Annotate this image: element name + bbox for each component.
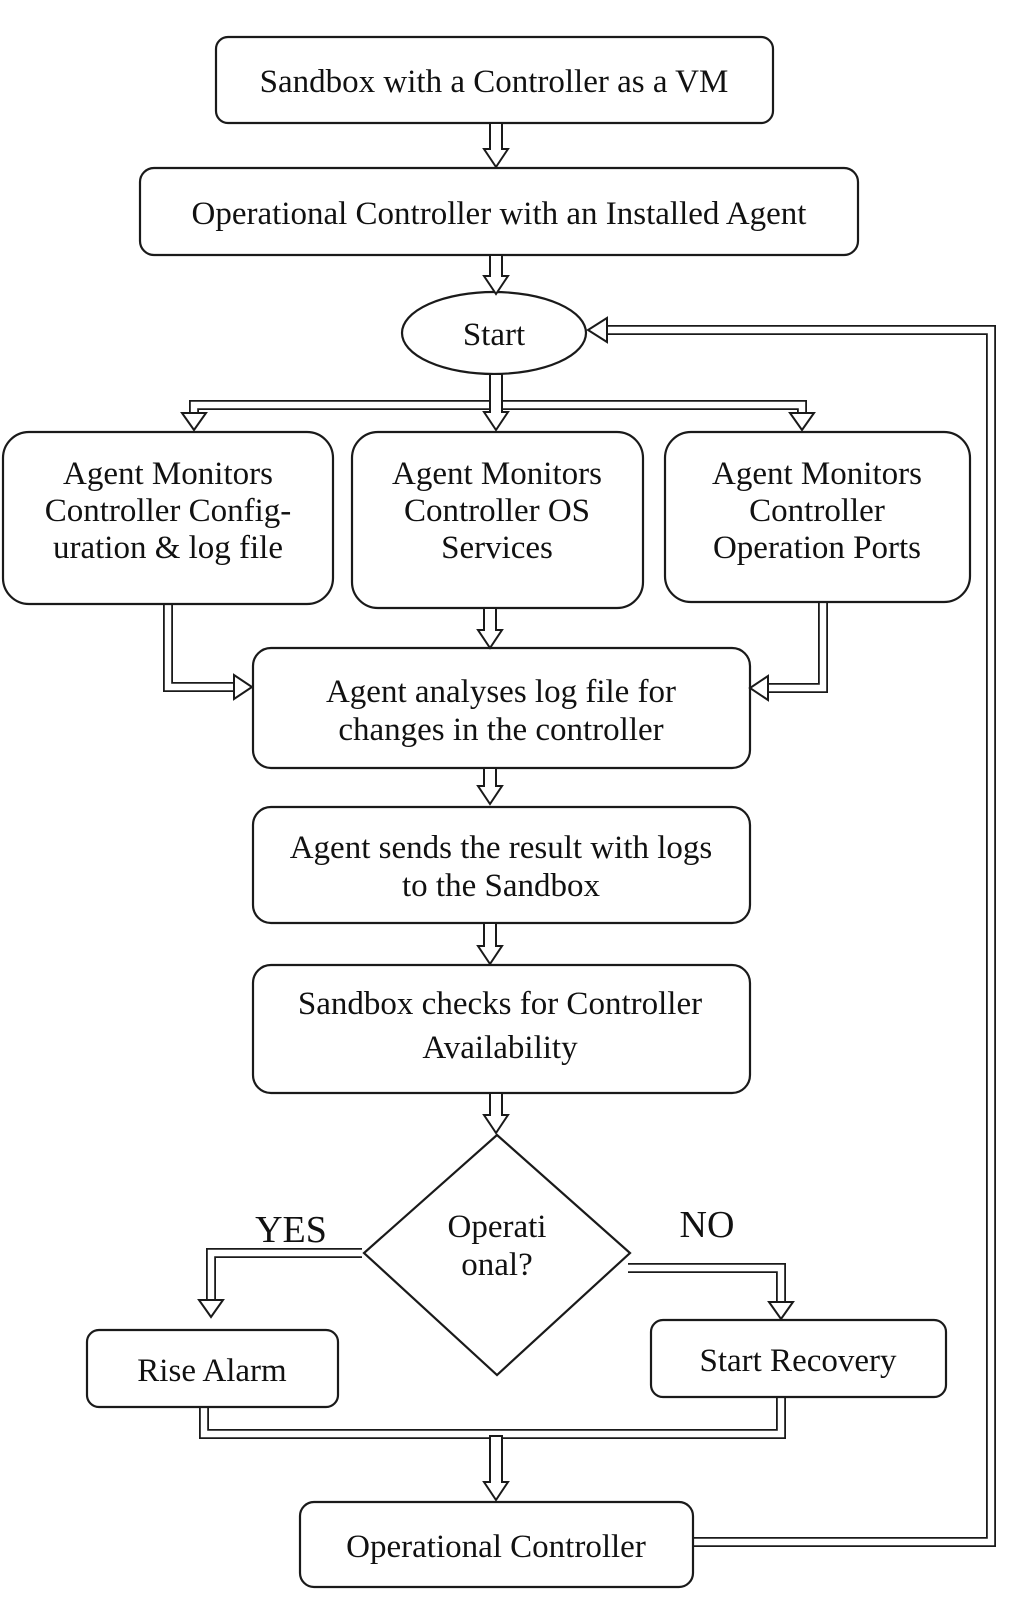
label-monitor-config-line2: Controller Config- [45,493,292,529]
node-operational-controller [298,1500,695,1589]
arrowhead-config-into-analyse-icon [233,673,254,701]
node-analyse-log [251,646,752,770]
label-monitor-os-line1: Agent Monitors [392,456,602,492]
label-send-line1: Agent sends the result with logs [290,830,713,866]
node-monitor-config [1,430,335,606]
edge-config-to-analyse [163,602,236,692]
label-monitor-config-line3: uration & log file [53,530,283,566]
label-analyse-line1: Agent analyses log file for [326,674,676,710]
arrowhead-ports-into-analyse-icon [748,674,769,702]
label-monitor-os-line2: Controller OS [404,493,590,529]
edge-ports-to-analyse [766,602,828,693]
label-monitor-os-line3: Services [441,530,553,566]
arrow-merge-to-controller [482,1435,510,1502]
label-operational-agent: Operational Controller with an Installed… [192,196,807,232]
arrow-analyse-to-send [476,767,504,806]
arrowhead-branch-right-icon [788,412,816,432]
label-analyse-line2: changes in the controller [338,712,663,748]
label-checks-line1: Sandbox checks for Controller [298,986,702,1022]
label-rise-alarm: Rise Alarm [137,1353,287,1389]
label-monitor-ports-line1: Agent Monitors [712,456,922,492]
label-monitor-config-line1: Agent Monitors [63,456,273,492]
arrow-agent-to-start [482,254,510,296]
label-send-line2: to the Sandbox [402,868,600,904]
arrow-send-to-checks [476,922,504,966]
label-no: NO [680,1204,735,1246]
label-sandbox-vm: Sandbox with a Controller as a VM [260,64,729,100]
node-send-result [251,805,752,925]
node-start-recovery [649,1318,948,1399]
label-monitor-ports-line3: Operation Ports [713,530,921,566]
label-yes: YES [255,1209,327,1251]
node-monitor-ports [663,430,972,604]
label-operational-controller: Operational Controller [346,1529,646,1565]
arrow-os-to-analyse [476,607,504,650]
arrowhead-no-icon [767,1301,795,1321]
node-rise-alarm [85,1328,340,1409]
node-monitor-os [350,430,645,610]
label-decision-line2: onal? [461,1247,532,1283]
arrowhead-yes-icon [197,1299,225,1319]
label-monitor-ports-line2: Controller [749,493,885,529]
node-sandbox-checks [251,963,752,1095]
arrowhead-feedback-into-start-icon [586,316,608,344]
label-start-recovery: Start Recovery [699,1343,897,1379]
arrow-sandbox-to-agent [482,122,510,169]
label-decision-line1: Operati [448,1209,547,1245]
arrow-start-to-monitor-os [482,373,510,432]
node-decision-diamond [362,1133,632,1377]
edge-no-route [628,1263,786,1302]
edge-merge-route [199,1396,786,1439]
label-checks-line2: Availability [422,1030,578,1066]
edge-feedback-loop [604,325,996,1547]
arrow-checks-to-decision [482,1092,510,1135]
arrowhead-branch-left-icon [180,412,208,432]
label-start: Start [463,317,525,353]
edge-yes-route [206,1248,362,1300]
